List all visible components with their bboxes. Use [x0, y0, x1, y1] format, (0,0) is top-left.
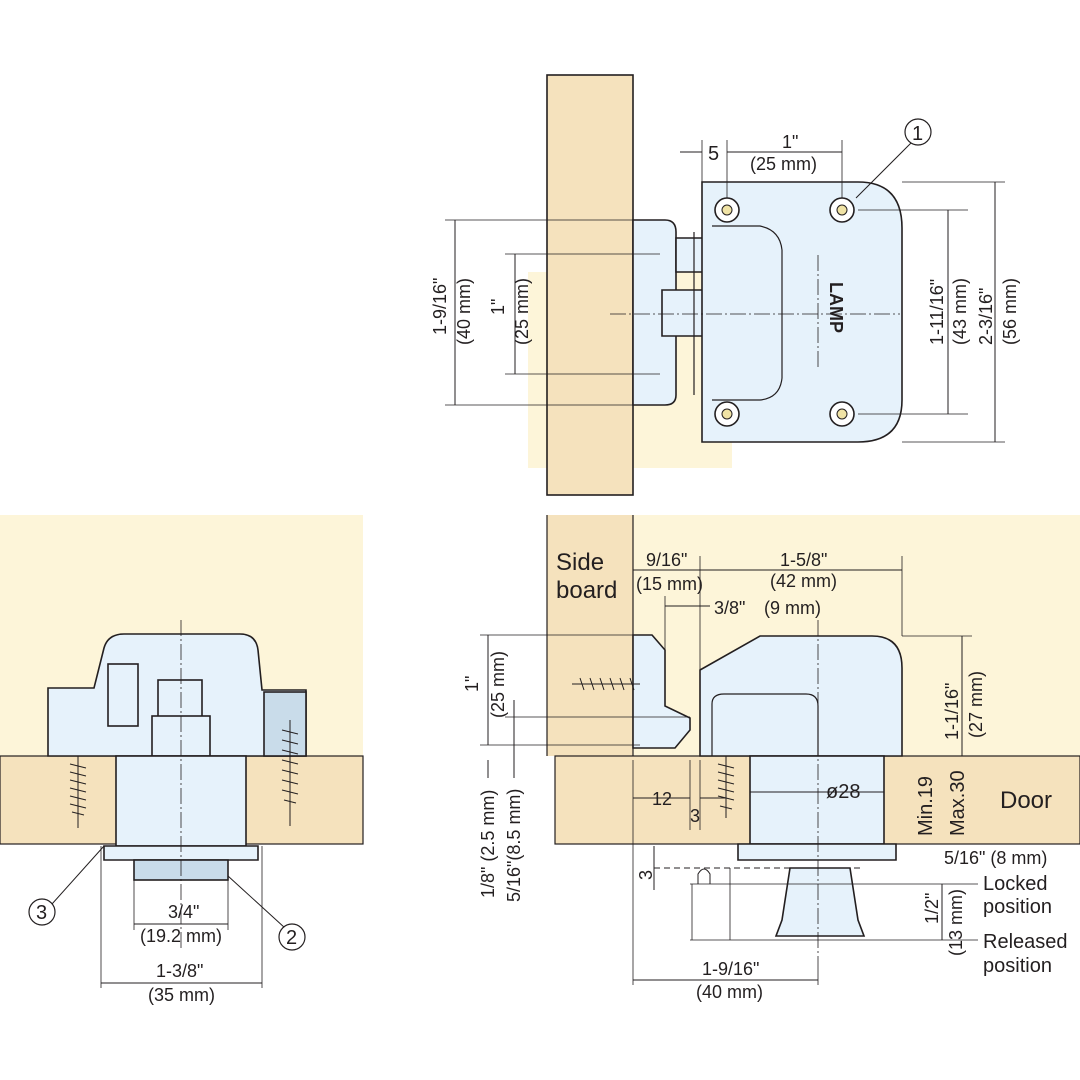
dim-side-dia28: ø28 [826, 781, 860, 803]
dim-side-9mm: (9 mm) [764, 598, 821, 618]
dim-top-2-3-16: 2-3/16" [976, 288, 996, 345]
front-view: 3/4" (19.2 mm) 1-3/8" (35 mm) 2 3 [0, 515, 364, 1005]
dim-top-1-9-16: 1-9/16" [430, 278, 450, 335]
callout-3-circle [28, 898, 56, 926]
dim-side-40mm: (40 mm) [696, 982, 763, 1002]
side-board-label-2: board [556, 577, 617, 604]
dim-top-5: 5 [708, 143, 719, 165]
side-board-label-1: Side [556, 549, 604, 576]
callout-2-circle [278, 923, 306, 951]
dim-side-3-8: 3/8" [714, 598, 745, 618]
dim-top-1-11-16: 1-11/16" [927, 279, 947, 345]
front-cylinder-flange [103, 845, 259, 861]
dim-side-3a: 3 [690, 806, 700, 826]
side-latch-inner [711, 693, 819, 756]
callout-2: 2 [286, 927, 297, 949]
dim-front-3-4: 3/4" [168, 902, 199, 922]
dim-front-35mm: (35 mm) [148, 985, 215, 1005]
dim-side-1-8: 1/8" (2.5 mm) [478, 790, 498, 898]
side-cylinder-flange [737, 843, 897, 861]
dim-side-5-16-left: 5/16"(8.5 mm) [504, 789, 524, 902]
door-label: Door [1000, 787, 1052, 814]
top-catch-hook [661, 289, 706, 337]
dim-side-1-9-16: 1-9/16" [702, 959, 759, 979]
locked-label-2: position [983, 896, 1052, 918]
dim-side-42mm: (42 mm) [770, 571, 837, 591]
side-cylinder [749, 755, 885, 845]
front-latch-pin-top [157, 679, 203, 721]
dim-top-25mm-v: (25 mm) [512, 278, 532, 345]
top-view: LAMP 5 1" (25 mm) 1-9/16" (40 mm) 1" (25… [430, 74, 1020, 496]
side-screws [572, 677, 735, 818]
locked-label-1: Locked [983, 873, 1048, 895]
dim-top-25mm: (25 mm) [750, 154, 817, 174]
side-knob [774, 867, 866, 937]
front-latch-lug [107, 663, 139, 727]
front-screw-insert [263, 691, 307, 757]
callout-1: 1 [912, 123, 923, 145]
front-screws [69, 720, 299, 828]
side-latch-body [699, 635, 903, 757]
dim-side-1-1-16: 1-1/16" [942, 683, 962, 740]
dim-side-25mm: (25 mm) [488, 651, 508, 718]
dim-side-12: 12 [652, 789, 672, 809]
released-label-1: Released [983, 931, 1068, 953]
dim-top-56mm: (56 mm) [1000, 278, 1020, 345]
side-view: Side board Door 9/16" (15 mm) 1-5/8" (42… [462, 515, 1080, 1002]
top-latch-body [701, 181, 903, 443]
side-catch [632, 634, 691, 749]
dim-top-43mm: (43 mm) [950, 278, 970, 345]
dim-side-1-2: 1/2" [922, 893, 942, 924]
dim-top-1in-v: 1" [488, 299, 508, 315]
callout-3: 3 [36, 902, 47, 924]
dim-side-3b: 3 [636, 870, 656, 880]
released-label-2: position [983, 955, 1052, 977]
top-side-board [546, 74, 634, 496]
dim-side-15mm: (15 mm) [636, 574, 703, 594]
dim-side-1-5-8: 1-5/8" [780, 550, 827, 570]
side-board-panel [547, 515, 633, 756]
top-catch-plate [632, 219, 677, 406]
dim-side-13mm: (13 mm) [946, 889, 966, 956]
dim-side-max30: Max.30 [947, 770, 969, 836]
top-screw-holes [714, 197, 855, 427]
dim-side-min19: Min.19 [915, 776, 937, 836]
dim-side-5-16-right: 5/16" (8 mm) [944, 848, 1047, 868]
dim-top-1in: 1" [782, 132, 798, 152]
dim-top-40mm: (40 mm) [454, 278, 474, 345]
callout-1-circle [904, 118, 932, 146]
dim-front-1-3-8: 1-3/8" [156, 961, 203, 981]
dim-front-19-2: (19.2 mm) [140, 926, 222, 946]
dim-side-9-16: 9/16" [646, 550, 687, 570]
dim-side-1in: 1" [462, 676, 482, 692]
brand-logo: LAMP [826, 282, 846, 333]
dim-side-27mm: (27 mm) [966, 671, 986, 738]
